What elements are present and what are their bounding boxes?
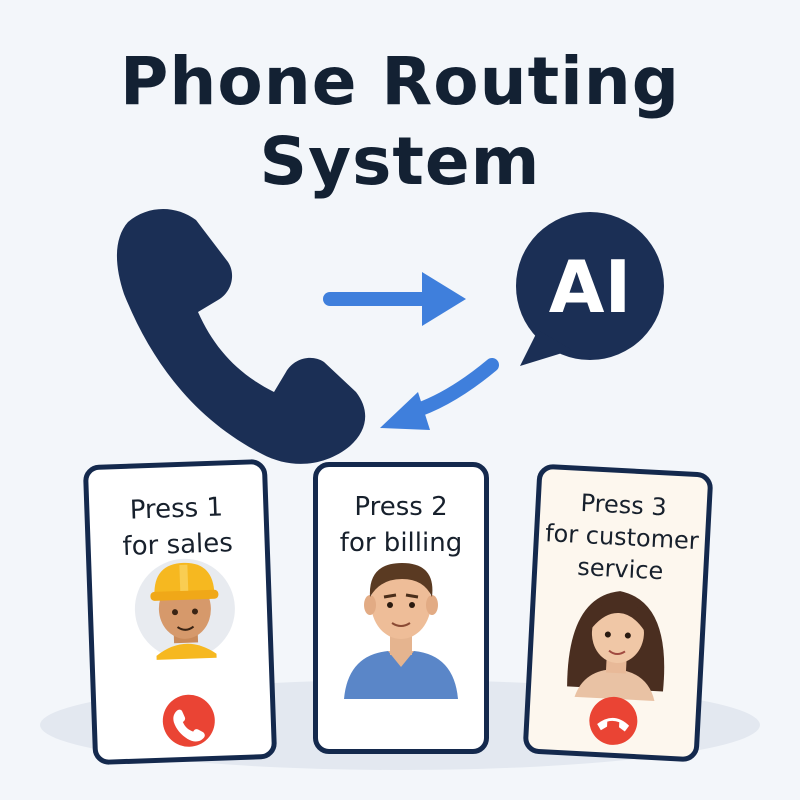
- woman-avatar-icon: [567, 591, 665, 702]
- card-graphics: [344, 563, 458, 699]
- title-line-2: System: [259, 123, 541, 200]
- ai-bubble: AI: [516, 212, 664, 366]
- option-line-1: Press 2: [354, 492, 448, 522]
- title-line-1: Phone Routing: [120, 43, 680, 120]
- hang-up-icon: [597, 717, 630, 732]
- option-label: Press 2 for billing: [318, 489, 484, 561]
- arrow-to-options: [380, 358, 499, 430]
- card-graphics: [567, 591, 665, 746]
- hang-up-button[interactable]: [588, 696, 638, 746]
- phone-icon: [173, 709, 205, 742]
- worker-avatar-icon: [134, 558, 235, 660]
- man-avatar-icon: [344, 563, 458, 699]
- page-title: Phone Routing System: [0, 42, 800, 202]
- arrow-to-ai: [323, 272, 466, 326]
- option-card-customer-service[interactable]: Press 3 for customer service: [522, 463, 714, 763]
- option-line-2: for billing: [339, 528, 463, 558]
- call-button[interactable]: [162, 694, 216, 748]
- option-card-billing[interactable]: Press 2 for billing: [313, 462, 489, 754]
- phone-handset-icon: [116, 208, 366, 464]
- option-card-sales[interactable]: Press 1 for sales: [82, 458, 278, 766]
- ai-label: AI: [549, 245, 632, 329]
- card-graphics: [134, 558, 235, 748]
